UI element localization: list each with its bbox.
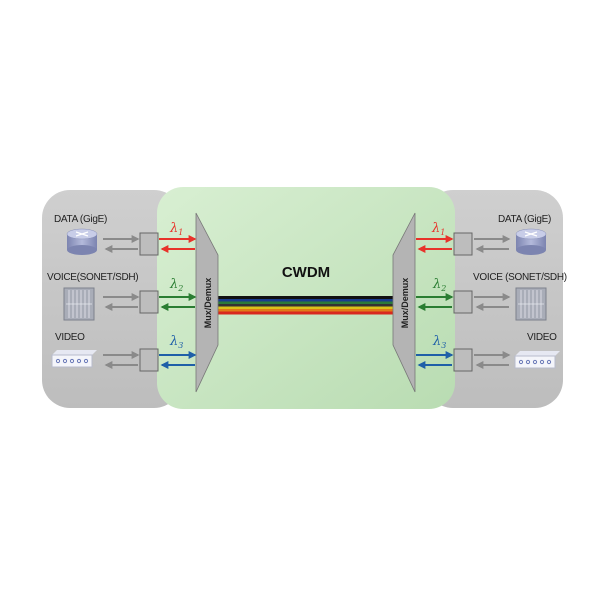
svg-text:VIDEO: VIDEO xyxy=(55,332,85,343)
svg-text:λ2: λ2 xyxy=(169,277,183,293)
transceiver-box xyxy=(139,290,159,314)
svg-text:λ3: λ3 xyxy=(169,334,183,350)
transceiver-box xyxy=(139,348,159,372)
svg-text:DATA (GigE): DATA (GigE) xyxy=(54,214,107,225)
video-device-icon xyxy=(51,350,97,368)
router-icon xyxy=(66,228,98,255)
svg-text:VIDEO: VIDEO xyxy=(527,332,557,343)
left-channel-video: VIDEO λ3 xyxy=(51,332,197,372)
left-mux-demux: Mux/Demux xyxy=(195,212,219,393)
svg-text:λ3: λ3 xyxy=(432,334,446,350)
svg-text:λ2: λ2 xyxy=(432,277,446,293)
cwdm-title: CWDM xyxy=(282,264,330,281)
svg-text:VOICE(SONET/SDH): VOICE(SONET/SDH) xyxy=(47,272,138,283)
right-channel-voice: VOICE (SONET/SDH) λ2 xyxy=(416,272,567,321)
svg-text:Mux/Demux: Mux/Demux xyxy=(400,278,410,329)
right-channel-data: DATA (GigE) λ1 xyxy=(416,214,551,256)
transceiver-box xyxy=(453,348,473,372)
svg-text:VOICE (SONET/SDH): VOICE (SONET/SDH) xyxy=(473,272,567,283)
sonet-panel-icon xyxy=(63,287,95,321)
svg-text:DATA (GigE): DATA (GigE) xyxy=(498,214,551,225)
right-mux-demux: Mux/Demux xyxy=(392,212,416,393)
transceiver-box xyxy=(453,290,473,314)
sonet-panel-icon xyxy=(515,287,547,321)
transceiver-box xyxy=(139,232,159,256)
left-channel-voice: VOICE(SONET/SDH) λ2 xyxy=(47,272,197,321)
svg-text:λ1: λ1 xyxy=(169,221,183,237)
transceiver-box xyxy=(453,232,473,256)
right-channel-video: VIDEO λ3 xyxy=(416,332,560,372)
fiber-bundle xyxy=(216,296,396,315)
svg-text:Mux/Demux: Mux/Demux xyxy=(203,278,213,329)
video-device-icon xyxy=(514,351,560,369)
left-channel-data: DATA (GigE) λ1 xyxy=(54,214,197,256)
svg-text:λ1: λ1 xyxy=(431,221,445,237)
router-icon xyxy=(515,228,547,255)
